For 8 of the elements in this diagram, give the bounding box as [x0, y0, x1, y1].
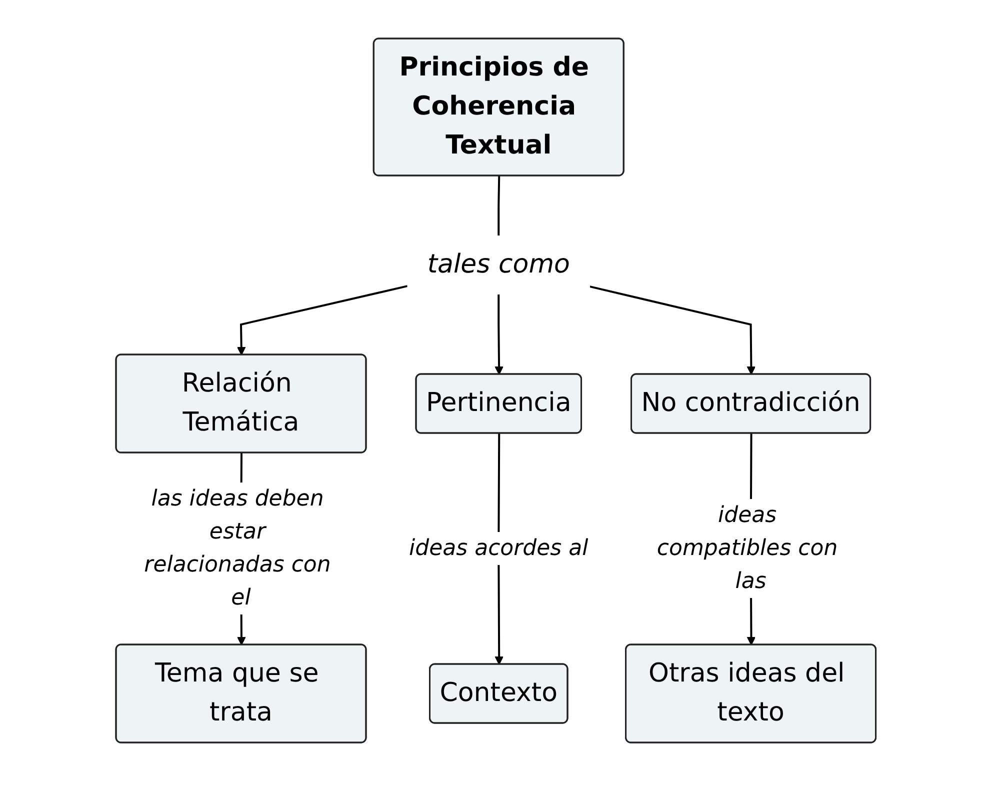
edge-label: las ideas deben estar relacionadas con el	[144, 486, 331, 610]
edge-label: ideas compatibles con las	[657, 503, 838, 594]
arrow	[494, 294, 504, 375]
connector	[498, 176, 500, 236]
node-text: tales como	[427, 250, 570, 280]
edge-label: ideas acordes al	[409, 536, 588, 561]
arrow	[237, 285, 408, 356]
arrow	[590, 286, 756, 375]
